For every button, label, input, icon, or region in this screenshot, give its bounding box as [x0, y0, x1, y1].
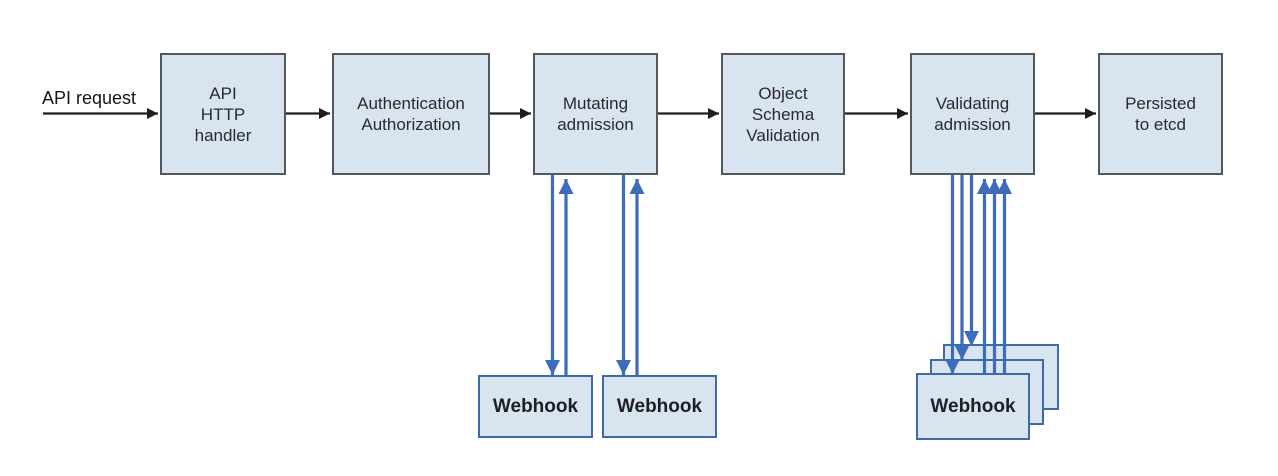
- node-label-line: Mutating: [562, 94, 629, 113]
- node-authentication-authorization: Authentication Authorization: [332, 53, 490, 175]
- node-label-line: Validating: [935, 94, 1010, 113]
- node-label-line: Persisted: [1125, 94, 1196, 113]
- node-mutating-webhook-2: Webhook: [602, 375, 717, 438]
- node-label-line: handler: [194, 125, 252, 145]
- node-label-line: Object: [758, 83, 808, 103]
- node-mutating-admission: Mutating admission: [533, 53, 658, 175]
- node-validating-webhook-front: Webhook: [916, 373, 1030, 440]
- node-label-line: Authorization: [361, 115, 461, 134]
- node-validating-admission: Validating admission: [910, 53, 1035, 175]
- node-label-line: Webhook: [930, 395, 1016, 417]
- node-object-schema-validation: Object Schema Validation: [721, 53, 845, 175]
- node-label-line: HTTP: [200, 104, 246, 124]
- api-request-label: API request: [42, 88, 137, 108]
- node-label-line: Webhook: [616, 395, 703, 417]
- node-label-line: admission: [557, 115, 634, 134]
- node-persisted-to-etcd: Persisted to etcd: [1098, 53, 1223, 175]
- node-label-line: Authentication: [357, 94, 465, 113]
- node-mutating-webhook-1: Webhook: [478, 375, 593, 438]
- node-api-http-handler: API HTTP handler: [160, 53, 286, 175]
- node-label-line: Schema: [751, 104, 815, 124]
- node-label-line: admission: [934, 115, 1011, 134]
- node-label-line: API: [209, 83, 237, 103]
- node-label-line: to etcd: [1134, 115, 1187, 134]
- node-label-line: Validation: [746, 125, 820, 145]
- node-label-line: Webhook: [492, 395, 579, 417]
